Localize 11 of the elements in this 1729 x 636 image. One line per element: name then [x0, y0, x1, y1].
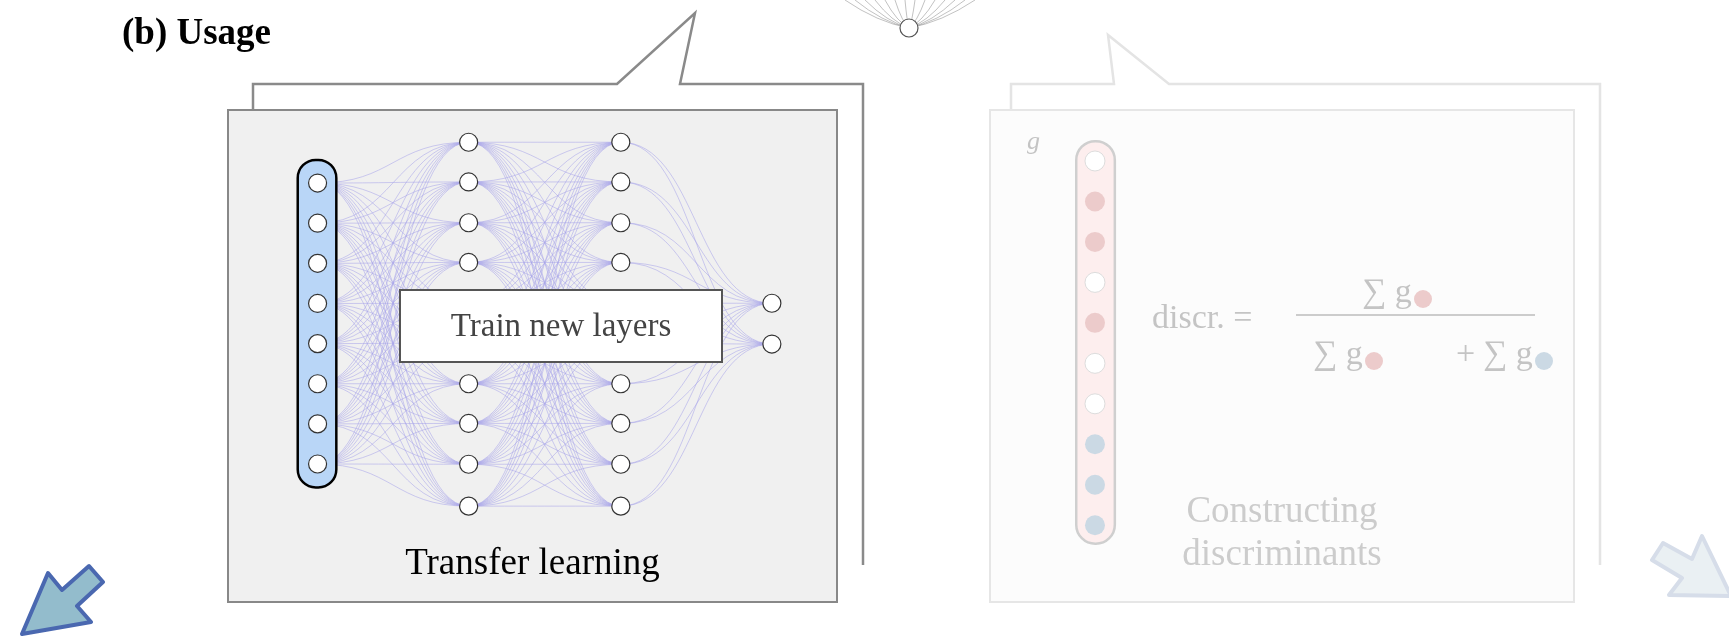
figure-title: (b) Usage — [122, 10, 271, 53]
formula-text: discr. = — [1152, 300, 1253, 334]
layer-label: Train new layers — [398, 288, 724, 363]
panel-caption: Transfer learning — [405, 541, 660, 584]
formula-text: + — [1456, 336, 1476, 370]
formula-text: g⃗ — [1027, 128, 1061, 154]
panel-card — [227, 109, 838, 603]
formula-text: ∑ g — [1483, 336, 1533, 370]
formula-text: ∑ g — [1362, 274, 1412, 308]
formula-text: ∑ g — [1313, 336, 1363, 370]
panel-card — [989, 109, 1575, 603]
